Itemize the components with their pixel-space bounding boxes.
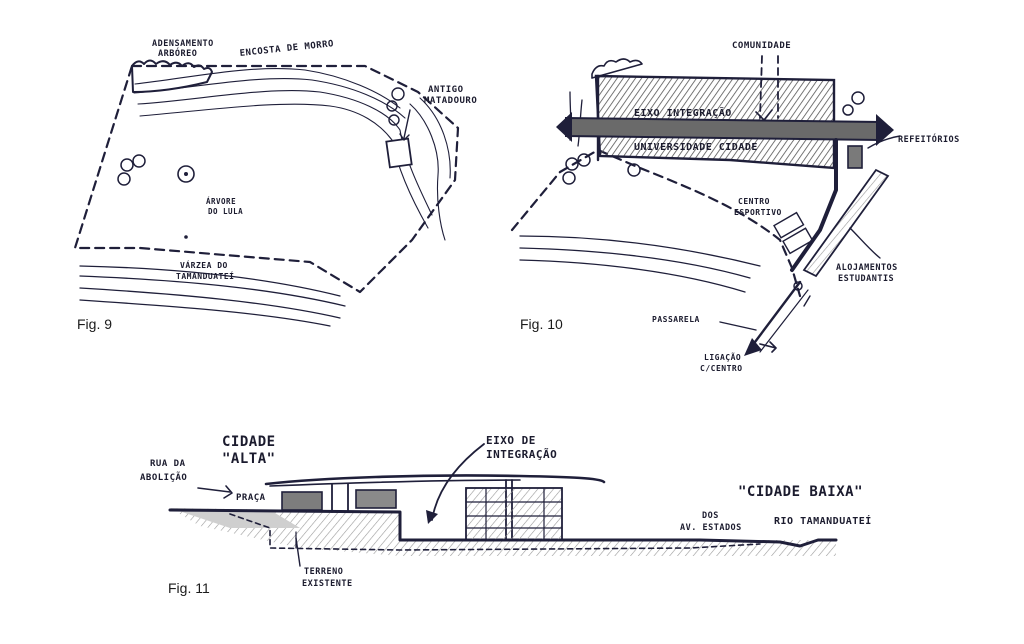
label-cidade-alta-1: CIDADE	[222, 434, 276, 450]
label-varzea: VÁRZEA DO	[180, 259, 228, 270]
label-estudantis: ESTUDANTIS	[838, 274, 894, 284]
label-rua-da: RUA DA	[150, 459, 186, 469]
fig11-caption: Fig. 11	[168, 580, 210, 596]
label-av-estados: AV. ESTADOS	[680, 523, 742, 533]
label-comunidade: COMUNIDADE	[732, 41, 791, 51]
fig11-sketch	[168, 443, 838, 567]
fig10-labels: COMUNIDADE EIXO INTEGRAÇÃO UNIVERSIDADE …	[520, 41, 960, 373]
student-housing	[802, 168, 890, 278]
label-universidade-cidade: UNIVERSIDADE CIDADE	[634, 142, 758, 153]
label-esportivo: ESPORTIVO	[734, 208, 782, 217]
river-lines	[79, 265, 341, 297]
label-dos: DOS	[702, 511, 719, 521]
label-cidade-alta-2: "ALTA"	[222, 451, 276, 467]
label-eixo-integracao: EIXO INTEGRAÇÃO	[634, 106, 732, 119]
main-building	[465, 487, 563, 541]
label-antigo: ANTIGO	[428, 85, 464, 95]
existing-terrain	[229, 513, 761, 551]
fig9-labels: ADENSAMENTO ARBÓREO ENCOSTA DE MORRO ANT…	[77, 39, 477, 332]
label-tamanduatei: TAMANDUATEÍ	[176, 270, 234, 281]
label-eixo-de: EIXO DE	[486, 434, 536, 447]
fig9-caption: Fig. 9	[77, 316, 112, 332]
integration-axis	[565, 116, 881, 142]
label-rio-tamanduatei: RIO TAMANDUATEÍ	[774, 514, 872, 527]
site-boundary	[73, 64, 460, 294]
fig10-caption: Fig. 10	[520, 316, 563, 332]
label-alojamentos: ALOJAMENTOS	[836, 263, 898, 273]
old-slaughterhouse	[385, 137, 413, 169]
fig9-sketch	[73, 59, 460, 327]
label-c-centro: C/CENTRO	[700, 364, 743, 373]
ground-line	[168, 508, 838, 548]
label-matadouro: MATADOURO	[424, 96, 477, 106]
label-passarela: PASSARELA	[652, 315, 700, 324]
label-do-lula: DO LULA	[208, 207, 243, 216]
label-arboreo: ARBÓREO	[158, 47, 197, 59]
label-praca: PRAÇA	[236, 493, 266, 503]
label-existente: EXISTENTE	[302, 579, 353, 589]
label-centro: CENTRO	[738, 197, 770, 206]
fig10-sketch	[510, 55, 901, 356]
label-cidade-baixa: "CIDADE BAIXA"	[738, 484, 863, 500]
label-abolicao: ABOLIÇÃO	[140, 472, 187, 483]
label-terreno: TERRENO	[304, 567, 343, 577]
label-encosta: ENCOSTA DE MORRO	[239, 39, 334, 59]
label-ligacao: LIGAÇÃO	[704, 352, 741, 362]
roof-canopy	[264, 474, 606, 486]
label-arvore: ÁRVORE	[206, 197, 236, 206]
label-integracao: INTEGRAÇÃO	[486, 448, 557, 461]
fig11-labels: CIDADE "ALTA" EIXO DE INTEGRAÇÃO RUA DA …	[140, 434, 872, 596]
label-refeitorios: REFEITÓRIOS	[898, 133, 960, 145]
label-adensamento: ADENSAMENTO	[152, 39, 214, 49]
